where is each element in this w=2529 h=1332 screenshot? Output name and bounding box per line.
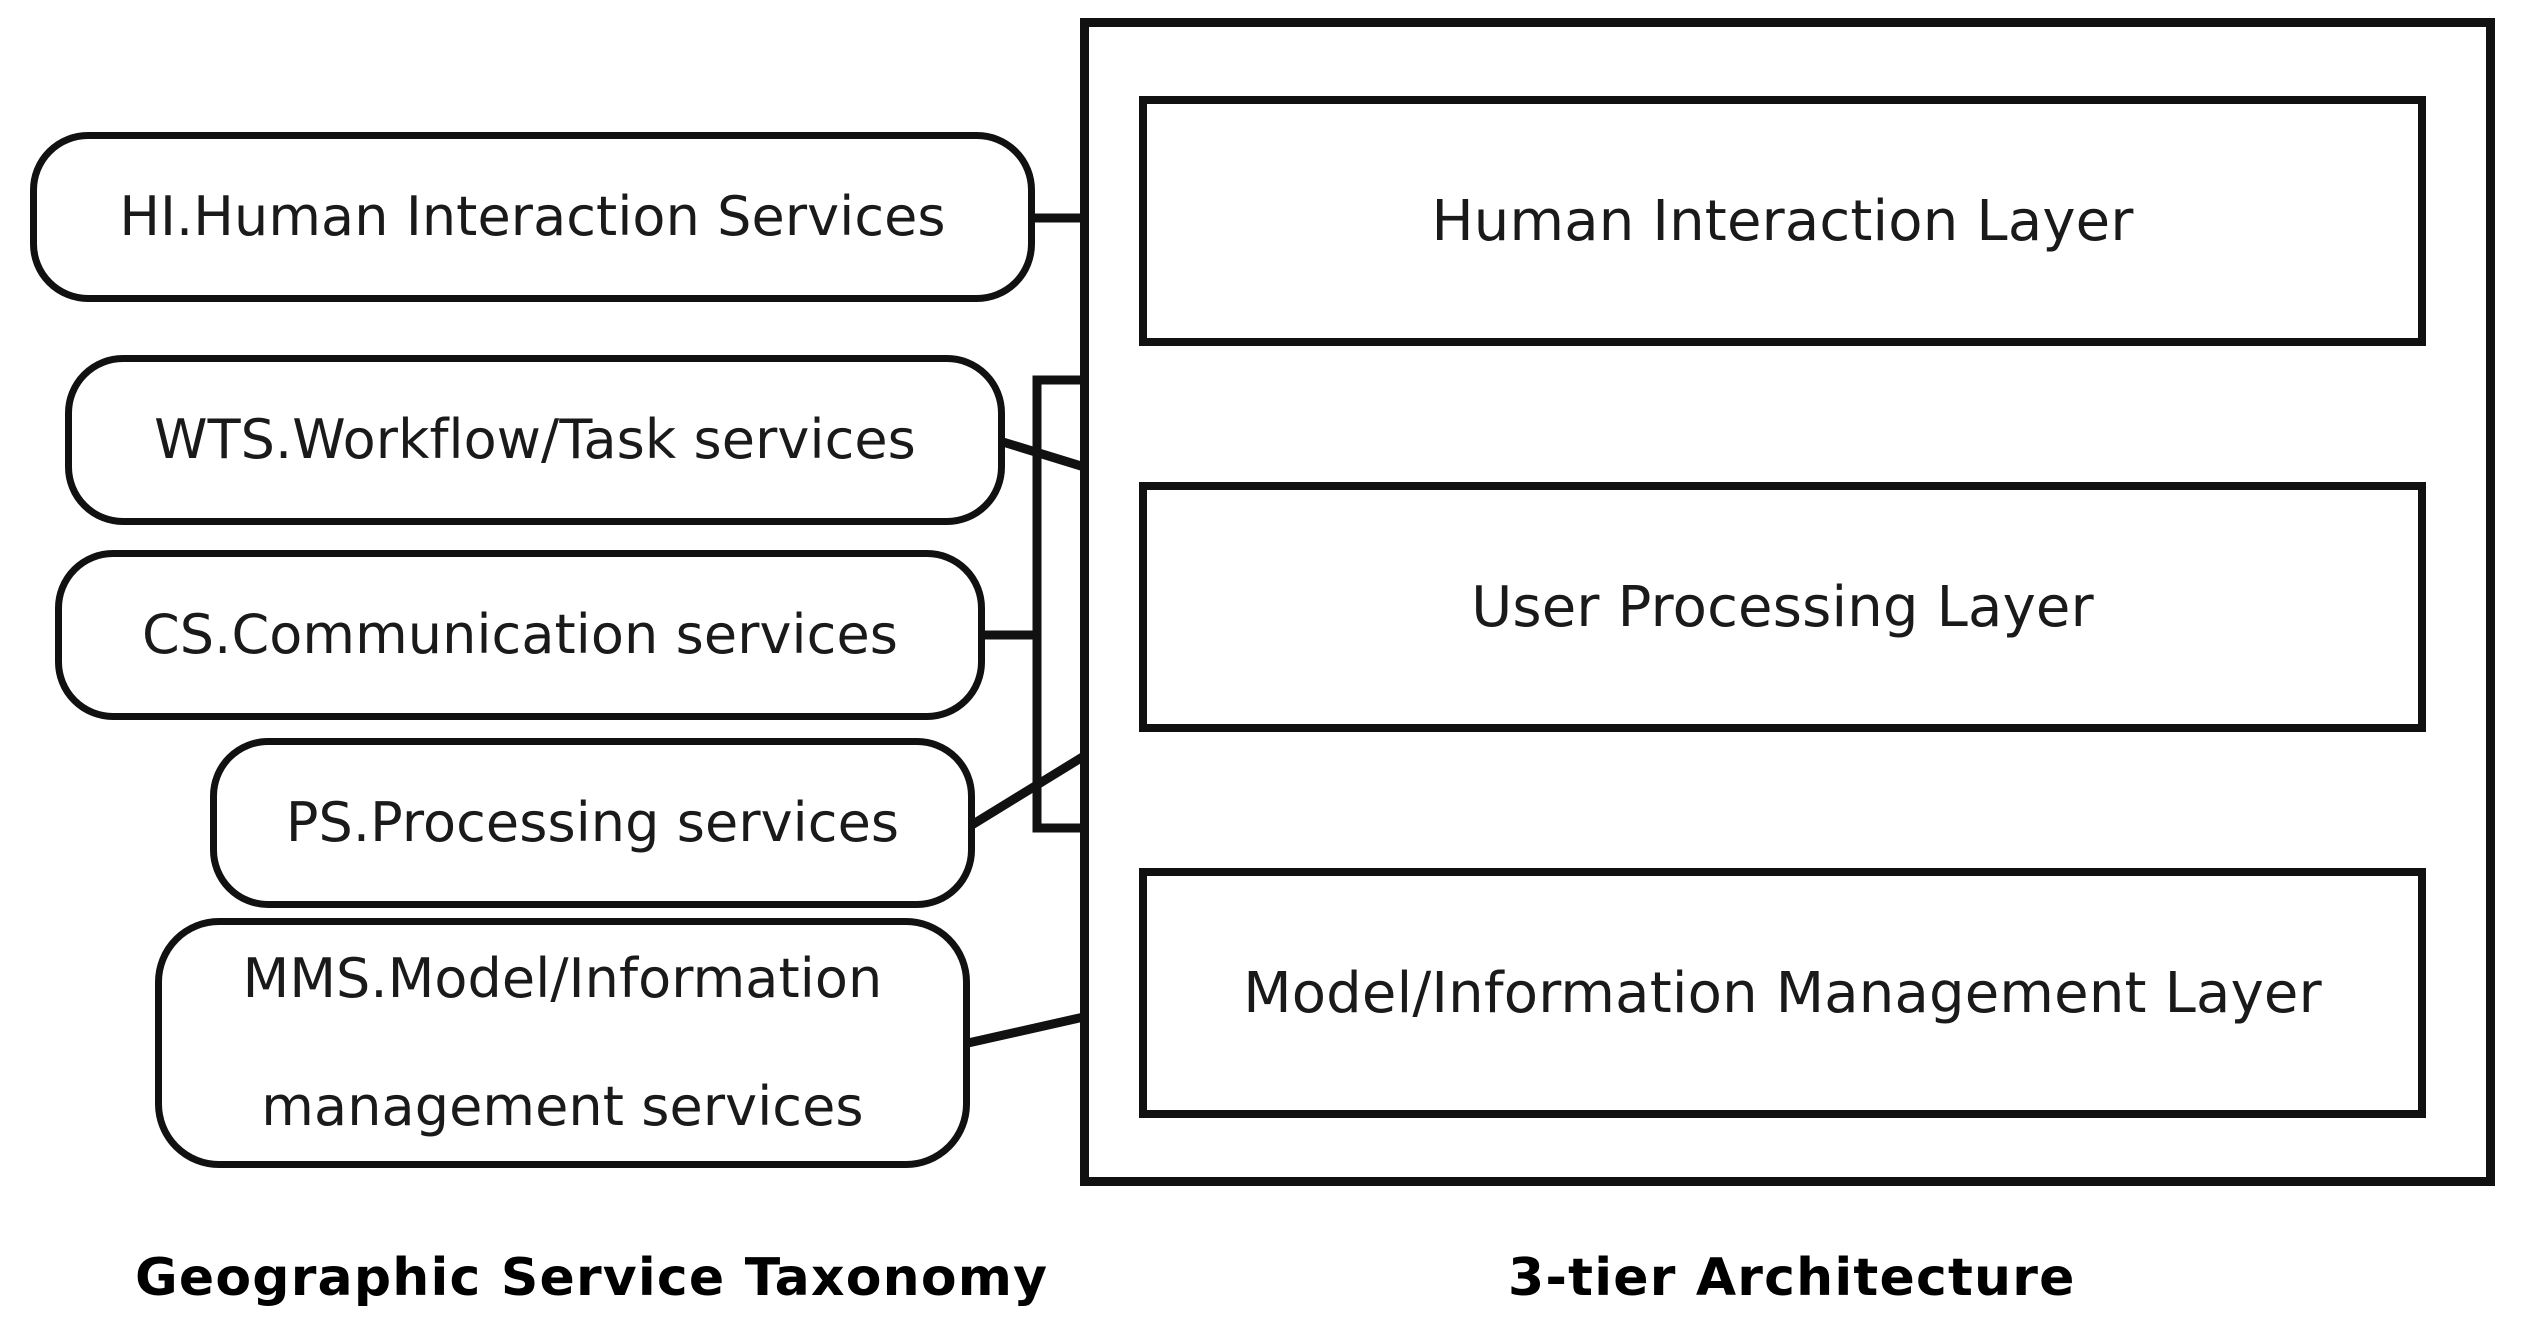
layer-box-human-interaction[interactable]: Human Interaction Layer [1139, 96, 2426, 346]
taxonomy-pill-mms[interactable]: MMS.Model/Information management service… [155, 918, 970, 1168]
layer-label-user-processing: User Processing Layer [1471, 574, 2094, 640]
layer-label-human-interaction: Human Interaction Layer [1431, 188, 2134, 254]
taxonomy-pill-hi-label: HI.Human Interaction Services [119, 185, 946, 249]
layer-box-user-processing[interactable]: User Processing Layer [1139, 482, 2426, 732]
taxonomy-pill-hi[interactable]: HI.Human Interaction Services [30, 132, 1035, 302]
caption-3-tier-architecture: 3-tier Architecture [1508, 1248, 2076, 1308]
taxonomy-pill-cs[interactable]: CS.Communication services [55, 550, 985, 720]
taxonomy-pill-mms-label: MMS.Model/Information management service… [207, 947, 919, 1138]
caption-geographic-service-taxonomy: Geographic Service Taxonomy [135, 1248, 1049, 1308]
taxonomy-pill-wts[interactable]: WTS.Workflow/Task services [65, 355, 1005, 525]
taxonomy-pill-mms-line2: management services [261, 1074, 864, 1138]
layer-box-model-information-management[interactable]: Model/Information Management Layer [1139, 868, 2426, 1118]
taxonomy-pill-ps-label: PS.Processing services [285, 791, 900, 855]
taxonomy-pill-ps[interactable]: PS.Processing services [210, 738, 975, 908]
taxonomy-pill-mms-line1: MMS.Model/Information [242, 947, 883, 1011]
taxonomy-pill-cs-label: CS.Communication services [142, 603, 898, 667]
taxonomy-pill-wts-label: WTS.Workflow/Task services [154, 408, 916, 472]
layer-label-model-information-management: Model/Information Management Layer [1243, 960, 2322, 1026]
